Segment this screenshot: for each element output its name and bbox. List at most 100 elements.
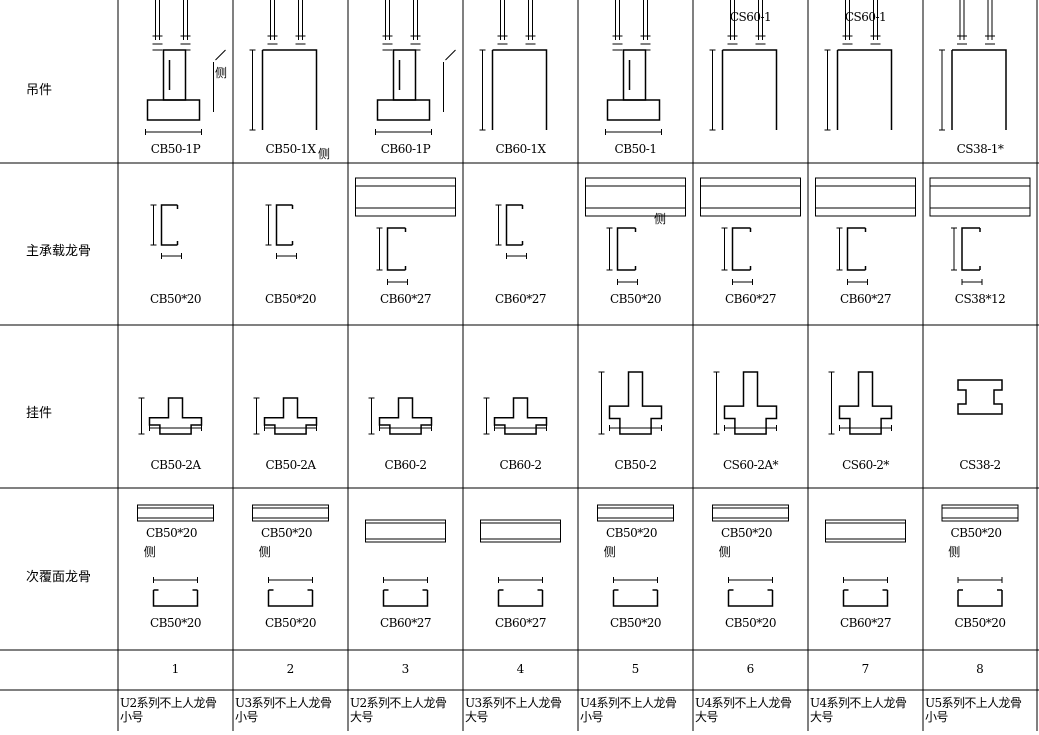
c-channel-profile xyxy=(616,227,637,271)
hanger-base xyxy=(606,99,661,121)
dimension-line xyxy=(495,204,502,246)
side-view-mark: 侧 xyxy=(258,545,271,559)
pendant-profile xyxy=(378,397,433,435)
dimension-line xyxy=(383,577,428,583)
dimension-line xyxy=(951,227,957,271)
column-size: 大号 xyxy=(465,710,488,724)
hanger-height-dimension xyxy=(709,49,716,131)
hanger-top-label: CS60-1 xyxy=(729,10,772,24)
hanger-base xyxy=(376,99,431,121)
rod-nut xyxy=(755,35,766,51)
keel-side-view xyxy=(825,519,906,543)
rod-nut xyxy=(640,35,651,51)
column-number: 2 xyxy=(286,662,295,676)
hanger-base xyxy=(146,99,201,121)
dimension-line xyxy=(265,204,272,246)
u-channel-profile xyxy=(267,589,314,607)
column-size: 小号 xyxy=(925,710,948,724)
hanger-caption: CB60-1X xyxy=(495,142,546,156)
side-view-mark: 侧 xyxy=(948,545,960,559)
hanger-width-dimension xyxy=(145,129,202,135)
rod-nut xyxy=(727,35,738,51)
rod-nut xyxy=(497,35,508,51)
c-channel-profile xyxy=(386,227,407,271)
dimension-line xyxy=(836,227,843,271)
threaded-rod xyxy=(758,0,763,40)
dimension-line xyxy=(609,425,662,431)
threaded-rod xyxy=(643,0,648,40)
rod-nut xyxy=(152,35,163,51)
pendant-profile xyxy=(838,371,893,435)
dimension-line xyxy=(728,577,773,583)
column-number: 3 xyxy=(401,662,410,676)
u-channel-profile xyxy=(152,589,199,607)
pendant-profile xyxy=(148,397,203,435)
hanger-caption: CB60-1P xyxy=(380,142,431,156)
c-channel-profile xyxy=(275,204,294,246)
c-channel-profile xyxy=(731,227,752,271)
dimension-line xyxy=(721,227,728,271)
rod-nut xyxy=(842,35,853,51)
pendant-caption: CB60-2 xyxy=(499,458,542,472)
main-keel-caption: CB50*20 xyxy=(264,292,317,306)
threaded-rod xyxy=(528,0,533,40)
column-size: 大号 xyxy=(695,710,718,724)
dimension-line xyxy=(150,204,157,246)
secondary-section-caption: CB50*20 xyxy=(954,616,1006,630)
hanger-caption: CB50-1 xyxy=(614,142,657,156)
dimension-line xyxy=(732,279,753,285)
side-bracket xyxy=(443,49,456,112)
threaded-rod xyxy=(270,0,275,40)
rod-nut xyxy=(525,35,536,51)
dimension-line xyxy=(276,253,297,259)
dimension-line xyxy=(483,397,490,435)
column-size: 小号 xyxy=(235,710,258,724)
column-number: 4 xyxy=(516,662,525,676)
pendant-caption: CS38-2 xyxy=(959,458,1001,472)
rod-nut xyxy=(295,35,306,51)
threaded-rod xyxy=(500,0,505,40)
dimension-line xyxy=(598,371,605,435)
u-channel-profile xyxy=(612,589,659,607)
dimension-line xyxy=(724,425,777,431)
dimension-line xyxy=(498,577,543,583)
hanger-height-dimension xyxy=(939,49,945,131)
hanger-height-dimension xyxy=(824,49,831,131)
main-keel-caption: CB60*27 xyxy=(379,292,432,306)
row-label-main-keel: 主承载龙骨 xyxy=(26,244,92,259)
keel-side-view xyxy=(712,504,789,522)
secondary-section-caption: CB50*20 xyxy=(609,616,662,630)
pendant-caption: CB50-2 xyxy=(614,458,657,472)
column-description: U2系列不上人龙骨 xyxy=(120,696,217,710)
secondary-side-caption: CB50*20 xyxy=(145,526,198,540)
column-description: U2系列不上人龙骨 xyxy=(350,696,447,710)
dimension-line xyxy=(368,397,375,435)
dimension-line xyxy=(613,577,658,583)
column-size: 大号 xyxy=(810,710,833,724)
secondary-side-caption: CB50*20 xyxy=(950,526,1002,540)
column-description: U5系列不上人龙骨 xyxy=(925,696,1022,710)
pendant-profile xyxy=(957,379,1003,415)
dimension-line xyxy=(153,577,198,583)
threaded-rod xyxy=(873,0,878,40)
u-channel-profile xyxy=(842,589,889,607)
secondary-section-caption: CB50*20 xyxy=(149,616,202,630)
dimension-line xyxy=(149,425,202,431)
dimension-line xyxy=(253,397,260,435)
threaded-rod xyxy=(155,0,160,40)
threaded-rod xyxy=(183,0,188,40)
dimension-line xyxy=(839,425,892,431)
keel-top-view xyxy=(355,177,456,217)
secondary-section-caption: CB50*20 xyxy=(724,616,777,630)
column-description: U4系列不上人龙骨 xyxy=(580,696,677,710)
column-size: 小号 xyxy=(580,710,603,724)
side-view-mark: 侧 xyxy=(215,66,227,80)
secondary-side-caption: CB50*20 xyxy=(605,526,658,540)
column-number: 7 xyxy=(861,662,870,676)
rod-nut xyxy=(957,35,967,51)
u-channel-profile xyxy=(727,589,774,607)
side-view-mark: 侧 xyxy=(718,545,731,559)
threaded-rod xyxy=(987,0,993,40)
u-channel-profile xyxy=(382,589,429,607)
